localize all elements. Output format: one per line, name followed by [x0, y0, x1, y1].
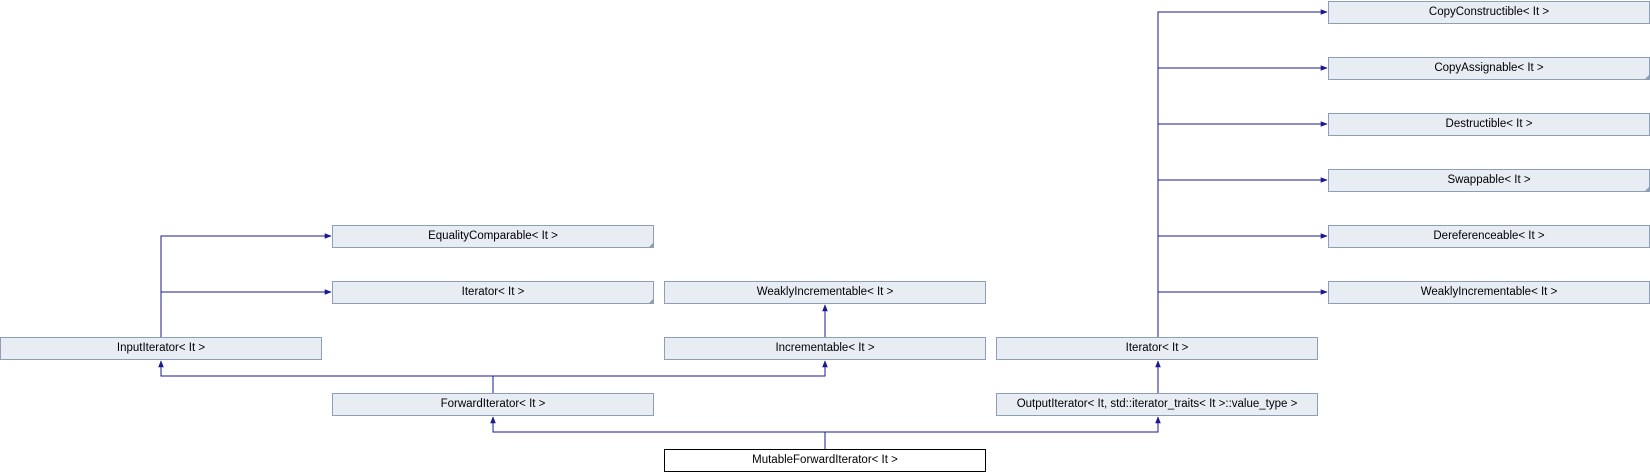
edge-iterator-to-weakly	[1157, 289, 1328, 337]
edge-input-to-iterator	[160, 289, 332, 337]
node-label: CopyConstructible< It >	[1428, 6, 1550, 18]
node-label: Iterator< It >	[1125, 342, 1189, 354]
node-label: Iterator< It >	[461, 286, 525, 298]
edge-iterator-to-swappable	[1157, 177, 1328, 236]
node-output-iterator[interactable]: OutputIterator< It, std::iterator_traits…	[996, 393, 1318, 416]
node-label: MutableForwardIterator< It >	[752, 454, 898, 466]
node-equality-comparable[interactable]: EqualityComparable< It >	[332, 225, 654, 248]
edge-iterator-to-copyassignable	[1157, 65, 1328, 124]
node-incrementable[interactable]: Incrementable< It >	[664, 337, 986, 360]
edge-mutable-to-output	[825, 416, 1161, 433]
edge-input-to-equality	[160, 233, 332, 292]
collapsed-indicator-icon	[648, 242, 653, 247]
node-label: InputIterator< It >	[116, 342, 206, 354]
node-label: WeaklyIncrementable< It >	[1420, 286, 1558, 298]
node-label: Dereferenceable< It >	[1433, 230, 1545, 242]
node-destructible[interactable]: Destructible< It >	[1328, 113, 1650, 136]
collapsed-indicator-icon	[1644, 186, 1649, 191]
node-forward-iterator[interactable]: ForwardIterator< It >	[332, 393, 654, 416]
collapsed-indicator-icon	[648, 298, 653, 303]
node-copy-assignable[interactable]: CopyAssignable< It >	[1328, 57, 1650, 80]
node-input-iterator[interactable]: InputIterator< It >	[0, 337, 322, 360]
node-swappable[interactable]: Swappable< It >	[1328, 169, 1650, 192]
node-dereferenceable[interactable]: Dereferenceable< It >	[1328, 225, 1650, 248]
node-label: CopyAssignable< It >	[1434, 62, 1544, 74]
edge-iterator-to-destructible	[1157, 121, 1328, 180]
edge-forward-to-input	[158, 360, 494, 393]
edge-iterator-to-dereferenceable	[1157, 233, 1328, 292]
collapsed-indicator-icon	[1644, 74, 1649, 79]
node-label: WeaklyIncrementable< It >	[756, 286, 894, 298]
edge-iterator-to-copyconstructible	[1157, 9, 1328, 68]
node-weakly-incrementable-mid[interactable]: WeaklyIncrementable< It >	[664, 281, 986, 304]
node-label: Incrementable< It >	[775, 342, 875, 354]
node-iterator-right[interactable]: Iterator< It >	[996, 337, 1318, 360]
node-label: OutputIterator< It, std::iterator_traits…	[1016, 398, 1298, 410]
node-weakly-incrementable-right[interactable]: WeaklyIncrementable< It >	[1328, 281, 1650, 304]
node-label: EqualityComparable< It >	[428, 230, 558, 242]
node-label: Swappable< It >	[1447, 174, 1531, 186]
node-iterator-left[interactable]: Iterator< It >	[332, 281, 654, 304]
node-copy-constructible[interactable]: CopyConstructible< It >	[1328, 1, 1650, 24]
node-label: ForwardIterator< It >	[440, 398, 546, 410]
edge-forward-to-incrementable	[493, 360, 828, 377]
edge-mutable-to-forward	[490, 416, 826, 449]
node-mutable-forward-iterator: MutableForwardIterator< It >	[664, 449, 986, 472]
node-label: Destructible< It >	[1445, 118, 1533, 130]
